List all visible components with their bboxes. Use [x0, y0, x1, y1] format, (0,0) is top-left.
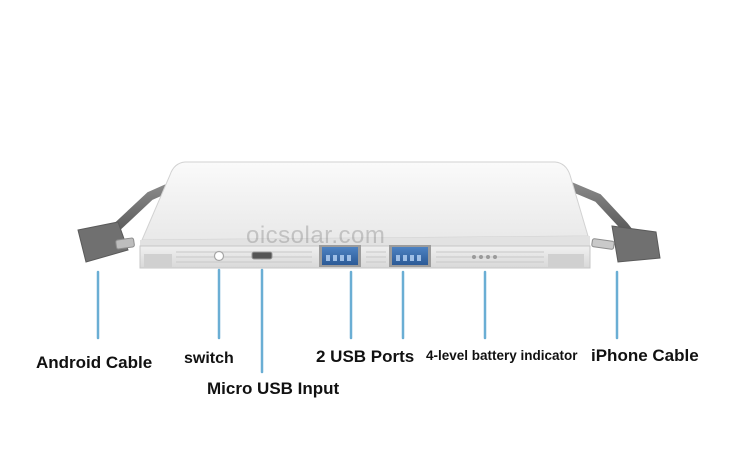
watermark: oicsolar.com [246, 222, 386, 249]
usb-port-1-icon [319, 245, 361, 267]
micro-usb-input-label: Micro USB Input [207, 379, 340, 398]
power-bank-front-edge [139, 236, 591, 269]
battery-indicator-label: 4-level battery indicator [426, 348, 578, 363]
battery-led-icon [472, 255, 497, 259]
iphone-cable-label: iPhone Cable [591, 346, 699, 365]
iphone-cable [555, 177, 661, 263]
usb-ports-label: 2 USB Ports [316, 347, 415, 366]
android-cable [77, 180, 180, 263]
switch-label: switch [184, 350, 234, 367]
micro-usb-port-icon [251, 251, 273, 260]
pointer-lines [96, 268, 619, 374]
switch-button-icon [213, 250, 225, 262]
android-cable-label: Android Cable [36, 353, 153, 372]
power-bank-top [141, 161, 589, 241]
usb-port-2-icon [389, 245, 431, 267]
